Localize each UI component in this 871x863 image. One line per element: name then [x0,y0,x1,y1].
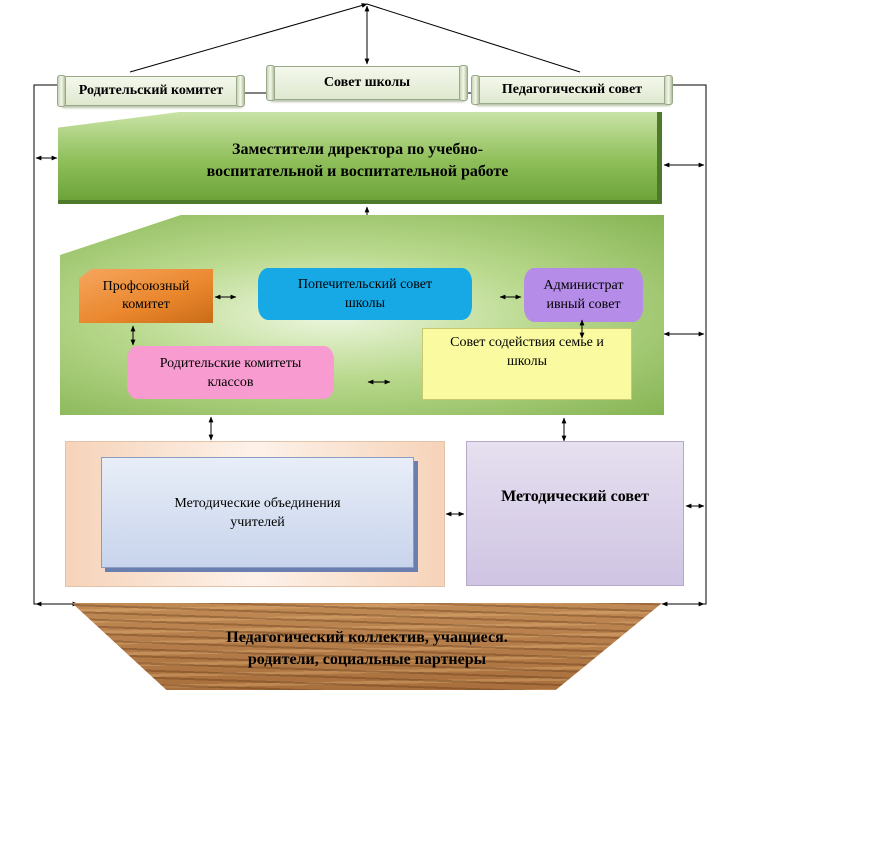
parent-committee-scroll[interactable]: Родительский комитет [57,75,245,107]
methodical-council-label: Методический совет [501,488,649,505]
family-school-council-box[interactable]: Совет содействия семье и школы [422,328,632,400]
board-of-trustees-box[interactable]: Попечительский совет школы [258,268,472,320]
trade-union-line2: комитет [122,297,170,312]
trade-union-line1: Профсоюзный [102,279,190,294]
family-school-council-line2: школы [506,354,548,369]
admin-council-line1: Администрат [543,278,624,293]
class-parent-committees-line2: классов [207,374,254,390]
school-council-label: Совет школы [323,75,411,90]
methodical-associations-line1: Методические объединения [174,495,341,511]
pedagogical-council-label: Педагогический совет [501,82,643,97]
trade-union-committee-box[interactable]: Профсоюзный комитет [79,269,213,323]
apex-to-ped-council-line [366,3,581,73]
deputy-directors-band[interactable]: Заместители директора по учебно- воспита… [58,112,662,204]
board-of-trustees-line1: Попечительский совет [297,277,433,292]
deputy-directors-line1: Заместители директора по учебно- [232,141,483,158]
admin-council-box[interactable]: Администрат ивный совет [524,268,643,322]
base-line2: родители, социальные партнеры [247,650,487,668]
methodical-council-box[interactable]: Методический совет [466,441,684,586]
base-line1: Педагогический коллектив, учащиеся. [226,628,508,646]
parent-committee-label: Родительский комитет [78,83,224,98]
apex-to-parent-committee-line [129,3,368,73]
class-parent-committees-line1: Родительские комитеты [159,355,302,371]
deputy-directors-line2: воспитательной и воспитательной работе [206,163,509,180]
family-school-council-line1: Совет содействия семье и [450,335,604,350]
board-of-trustees-line2: школы [344,296,386,311]
methodical-associations-line2: учителей [230,514,285,530]
base-foundation-block[interactable]: Педагогический коллектив, учащиеся. роди… [72,603,662,690]
school-council-scroll[interactable]: Совет школы [266,65,468,101]
class-parent-committees-box[interactable]: Родительские комитеты классов [127,346,334,399]
pedagogical-council-scroll[interactable]: Педагогический совет [471,75,673,105]
admin-council-line2: ивный совет [546,297,621,312]
methodical-associations-box[interactable]: Методические объединения учителей [101,457,414,568]
